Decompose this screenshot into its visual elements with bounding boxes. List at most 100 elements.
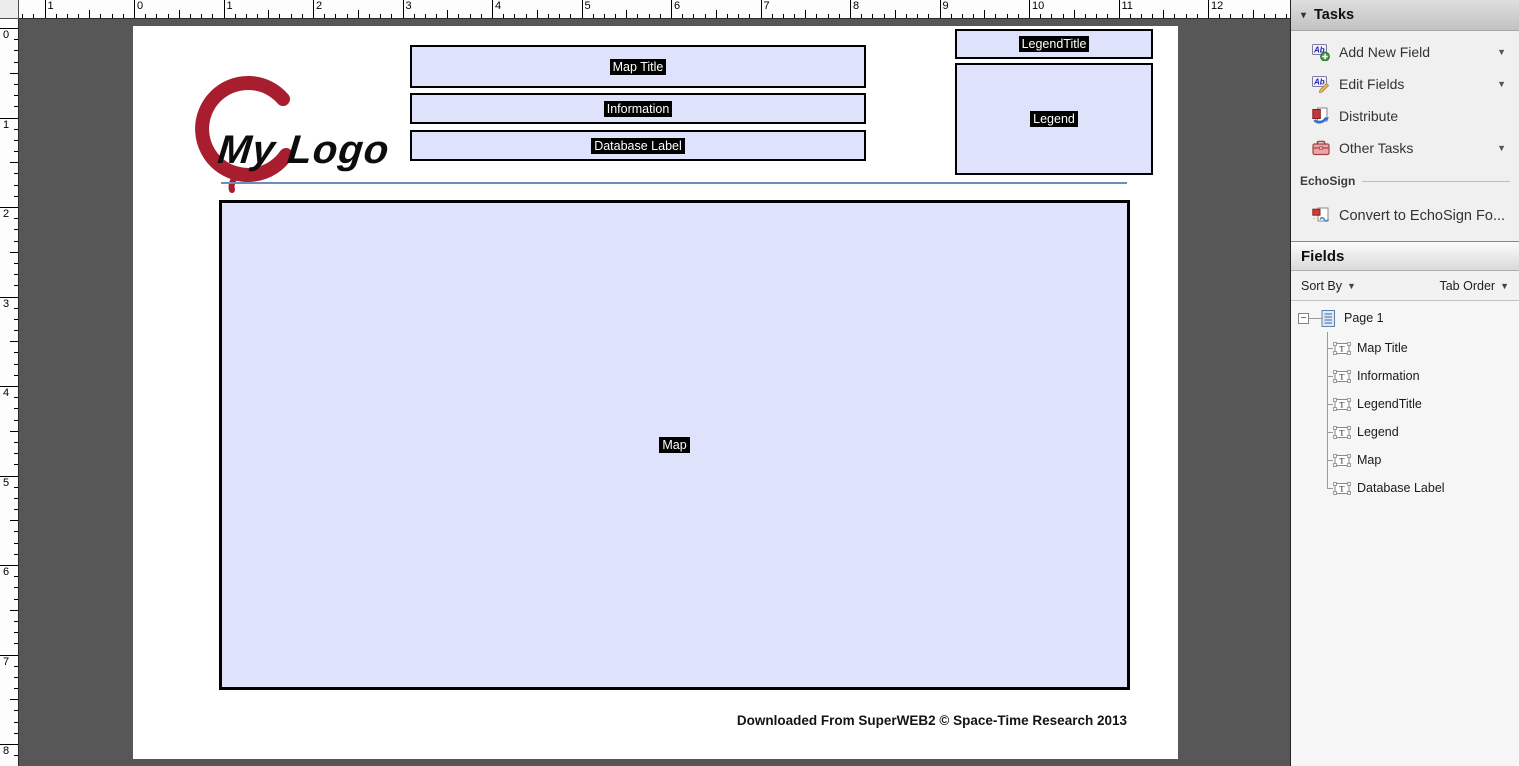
form-field-map-title[interactable]: Map Title — [410, 45, 866, 88]
ruler-tick — [861, 14, 863, 18]
sort-by-dropdown[interactable]: Sort By ▼ — [1301, 279, 1356, 293]
ruler-tick — [939, 0, 941, 18]
ruler-tick — [33, 14, 35, 18]
field-name-tag: Legend — [1030, 111, 1078, 127]
ruler-tick — [492, 0, 493, 18]
ruler-tick — [402, 0, 404, 18]
echosign-section-rule — [1362, 180, 1510, 182]
ruler-tick — [480, 14, 482, 18]
ruler-tick — [592, 14, 594, 18]
convert-to-echosign-button[interactable]: Convert to EchoSign Fo... — [1291, 199, 1519, 233]
ruler-tick — [122, 14, 124, 18]
form-field-database-label[interactable]: Database Label — [410, 130, 866, 161]
ruler-number: 10 — [1032, 0, 1045, 12]
tree-connector — [1327, 348, 1333, 349]
form-field-legendtitle[interactable]: LegendTitle — [955, 29, 1153, 59]
fields-sort-bar: Sort By ▼ Tab Order ▼ — [1291, 271, 1519, 301]
ruler-tick — [726, 14, 728, 18]
ruler-tick — [0, 386, 18, 387]
ruler-number: 4 — [495, 0, 502, 12]
task-item-label: Other Tasks — [1339, 140, 1414, 156]
ruler-tick — [570, 14, 572, 18]
ruler-tick — [1140, 14, 1142, 18]
tree-item-label: Legend — [1357, 425, 1399, 439]
field-name-tag: Database Label — [591, 137, 685, 154]
ruler-number: 3 — [3, 297, 10, 310]
ruler-number: 2 — [3, 208, 10, 220]
field-name-tag: LegendTitle — [1018, 36, 1090, 52]
svg-text:T: T — [1339, 455, 1345, 465]
collapse-minus-icon[interactable]: − — [1298, 312, 1309, 324]
ruler-tick — [1029, 0, 1030, 18]
ruler-tick — [0, 654, 18, 656]
tab-order-dropdown[interactable]: Tab Order ▼ — [1439, 279, 1509, 293]
ruler-tick — [346, 14, 348, 18]
ruler-tick — [14, 95, 18, 97]
text-field-icon: T — [1333, 397, 1351, 411]
ruler-tick — [234, 14, 236, 18]
chevron-down-icon[interactable]: ▼ — [1497, 143, 1506, 153]
form-field-information[interactable]: Information — [410, 93, 866, 124]
tree-item-label: LegendTitle — [1357, 397, 1422, 411]
svg-text:T: T — [1339, 399, 1345, 409]
ruler-tick — [682, 14, 684, 18]
ruler-tick — [1263, 14, 1265, 18]
ruler-tick — [1185, 14, 1187, 18]
ruler-tick — [368, 14, 370, 18]
tree-item-legendtitle[interactable]: T LegendTitle — [1291, 390, 1519, 418]
tree-connector — [1327, 488, 1333, 489]
ruler-tick — [178, 10, 180, 18]
ruler-tick — [1241, 14, 1243, 18]
ruler-tick — [313, 0, 314, 18]
ruler-tick — [14, 262, 18, 264]
tree-connector — [1327, 404, 1333, 405]
ruler-number: 5 — [3, 476, 10, 489]
tab-order-label: Tab Order — [1439, 278, 1496, 293]
pdf-page: My Logo Map Title Information Database L… — [133, 26, 1178, 759]
ruler-tick — [22, 14, 24, 18]
ruler-number: 6 — [3, 566, 10, 578]
ruler-tick — [14, 732, 18, 734]
tree-item-label: Information — [1357, 369, 1420, 383]
form-field-legend[interactable]: Legend — [955, 63, 1153, 175]
ruler-tick — [14, 486, 18, 488]
ruler-tick — [14, 363, 18, 365]
ruler-tick — [257, 14, 259, 18]
echosign-convert-icon — [1312, 207, 1330, 225]
ruler-tick — [100, 14, 102, 18]
tasks-panel-header[interactable]: ▾ Tasks — [1291, 0, 1519, 31]
add-new-field-icon: Ab — [1312, 43, 1330, 62]
ruler-tick — [0, 207, 18, 208]
svg-text:Ab: Ab — [1313, 46, 1325, 55]
ruler-tick — [14, 128, 18, 130]
ruler-tick — [1196, 14, 1198, 18]
ruler-tick — [14, 587, 18, 589]
ruler-tick — [1163, 10, 1165, 18]
ruler-tick — [14, 50, 18, 52]
ruler-tick — [14, 184, 18, 186]
ruler-number: 4 — [3, 387, 10, 399]
fields-panel-title: Fields — [1301, 247, 1345, 265]
chevron-down-icon[interactable]: ▼ — [1497, 47, 1506, 57]
tree-item-page-1[interactable]: − Page 1 — [1291, 304, 1519, 332]
ruler-tick — [14, 240, 18, 242]
task-item-other-tasks[interactable]: Other Tasks ▼ — [1291, 132, 1519, 164]
ruler-tick — [279, 14, 281, 18]
ruler-tick — [615, 14, 617, 18]
task-item-distribute[interactable]: Distribute — [1291, 100, 1519, 132]
form-field-map[interactable]: Map — [219, 200, 1130, 690]
ruler-tick — [0, 565, 18, 566]
chevron-down-icon[interactable]: ▼ — [1497, 79, 1506, 89]
echosign-section: EchoSign — [1291, 172, 1519, 190]
ruler-tick — [324, 14, 326, 18]
sort-by-label: Sort By — [1301, 278, 1342, 293]
ruler-tick — [704, 14, 706, 18]
ruler-tick — [391, 14, 393, 18]
